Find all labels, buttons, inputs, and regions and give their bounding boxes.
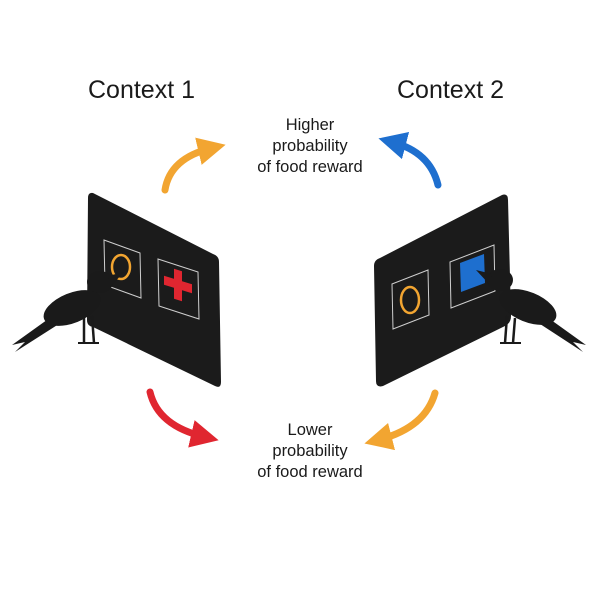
- higher-reward-label: Higher probability of food reward: [200, 115, 420, 178]
- circle-stimulus-icon: [399, 285, 421, 315]
- context-2-screen: [374, 194, 511, 387]
- crow-icon: [12, 271, 124, 352]
- higher-line-2: probability: [272, 137, 348, 155]
- context-1-title: Context 1: [88, 76, 196, 104]
- cross-stimulus-icon: [164, 268, 192, 302]
- circle-stimulus-icon: [110, 253, 132, 281]
- higher-line-3: of food reward: [257, 158, 363, 176]
- context-2-title: Context 2: [397, 76, 505, 104]
- lower-line-3: of food reward: [257, 463, 363, 481]
- arrow-icon: [161, 137, 226, 194]
- arrow-icon: [364, 389, 439, 451]
- square-stimulus-icon: [460, 254, 485, 292]
- higher-line-1: Higher: [285, 116, 335, 134]
- lower-reward-label: Lower probability of food reward: [200, 420, 420, 483]
- lower-line-1: Lower: [287, 421, 333, 439]
- arrow-icon: [146, 388, 219, 448]
- crow-icon: [476, 269, 586, 352]
- context-1-screen: [87, 192, 221, 387]
- arrow-icon: [378, 132, 442, 189]
- lower-line-2: probability: [272, 442, 348, 460]
